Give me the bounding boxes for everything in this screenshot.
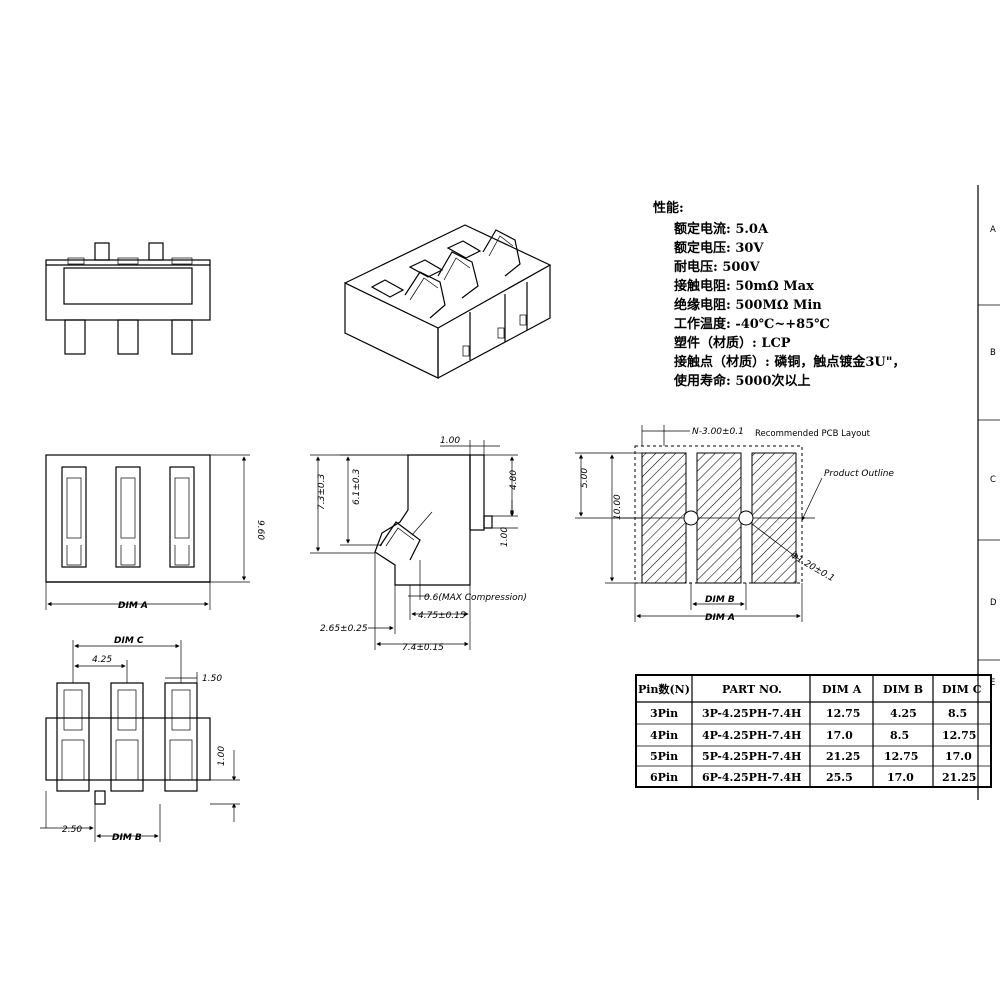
dim-label: 4.75±0.15 (418, 611, 466, 621)
part-table: Pin数(N) PART NO. DIM A DIM B DIM C 3Pin … (635, 674, 992, 788)
dim-label: 5.00 (580, 468, 590, 488)
dim-label: N-3.00±0.1 (692, 427, 744, 437)
table-cell: 4Pin (650, 729, 678, 742)
table-cell: 5Pin (650, 750, 678, 763)
spec-line: 耐电压: 500V (674, 259, 760, 275)
table-cell: 12.75 (826, 707, 860, 720)
spec-line: 额定电流: 5.0A (674, 221, 769, 237)
dim-label: 4.80 (509, 470, 519, 490)
pcb-title: Recommended PCB Layout (755, 429, 871, 439)
spec-line: 使用寿命: 5000次以上 (673, 373, 811, 389)
bottom-view: DIM C 4.25 1.50 1.00 2.50 DIM B (40, 636, 240, 843)
spec-line: 接触电阻: 50mΩ Max (674, 278, 814, 294)
dim-label: 10.00 (613, 494, 623, 520)
table-header: PART NO. (722, 683, 782, 696)
dim-label: DIM B (112, 833, 142, 843)
table-cell: 21.25 (942, 771, 976, 784)
table-cell: 4P-4.25PH-7.4H (702, 729, 801, 742)
dim-label: 1.00 (500, 527, 510, 547)
table-cell: 3Pin (650, 707, 678, 720)
side-profile-view: 7.3±0.3 6.1±0.3 1.00 4.80 1.00 0.6(MAX C… (310, 436, 527, 653)
spec-line: 工作温度: -40℃~+85℃ (674, 316, 830, 332)
spec-line: 绝缘电阻: 500MΩ Min (674, 297, 822, 313)
frame-letter: C (990, 475, 996, 485)
spec-line: 额定电压: 30V (674, 240, 764, 256)
front-view (45, 242, 211, 355)
dim-label: 1.00 (217, 746, 227, 766)
table-cell: 17.0 (826, 729, 853, 742)
table-cell: 21.25 (826, 750, 860, 763)
table-cell: 12.75 (942, 729, 976, 742)
table-cell: 8.5 (948, 707, 967, 720)
dim-label: 2.50 (62, 825, 82, 835)
isometric-view (344, 224, 552, 379)
table-cell: 8.5 (890, 729, 909, 742)
table-cell: 17.0 (945, 750, 972, 763)
dim-label: 7.3±0.3 (317, 474, 327, 510)
table-cell: 6Pin (650, 771, 678, 784)
dim-label: 6.1±0.3 (352, 469, 362, 505)
dim-label: 4.25 (92, 655, 112, 665)
frame-letter: D (990, 598, 997, 608)
dim-label: 9.60 (255, 520, 265, 540)
dim-label: DIM A (118, 601, 148, 611)
table-cell: 12.75 (884, 750, 918, 763)
dim-label: 1.50 (202, 674, 222, 684)
sheet-frame: A B C D E (977, 185, 1000, 800)
dim-label: 7.4±0.15 (402, 643, 444, 653)
table-header: DIM C (942, 683, 982, 696)
spec-line: 塑件（材质）: LCP (674, 335, 791, 351)
table-header: DIM A (822, 683, 862, 696)
frame-letter: A (990, 225, 996, 235)
table-cell: 5P-4.25PH-7.4H (702, 750, 801, 763)
table-header: Pin数(N) (638, 682, 690, 696)
table-header: DIM B (883, 683, 923, 696)
table-cell: 3P-4.25PH-7.4H (702, 707, 801, 720)
top-view: 9.60 DIM A (45, 454, 265, 611)
dim-label: 1.00 (440, 436, 460, 446)
frame-letter: B (990, 348, 996, 358)
specs-heading: 性能: (653, 200, 684, 216)
dim-label: 0.6(MAX Compression) (424, 593, 527, 603)
table-cell: 17.0 (887, 771, 914, 784)
dim-label: DIM B (705, 595, 735, 605)
pcb-layout: N-3.00±0.1 Recommended PCB Layout Produc… (575, 425, 894, 623)
specifications: 性能: 额定电流: 5.0A 额定电压: 30V 耐电压: 500V 接触电阻:… (653, 200, 905, 389)
pcb-outline-label: Product Outline (824, 469, 894, 479)
dim-label: DIM C (114, 636, 144, 646)
table-cell: 25.5 (826, 771, 853, 784)
dim-label: 2.65±0.25 (320, 624, 368, 634)
dim-label: DIM A (705, 613, 735, 623)
spec-line: 接触点（材质）: 磷铜，触点镀金3U"， (674, 354, 905, 370)
frame-letter: E (990, 678, 995, 688)
table-cell: 6P-4.25PH-7.4H (702, 771, 801, 784)
table-cell: 4.25 (890, 707, 917, 720)
